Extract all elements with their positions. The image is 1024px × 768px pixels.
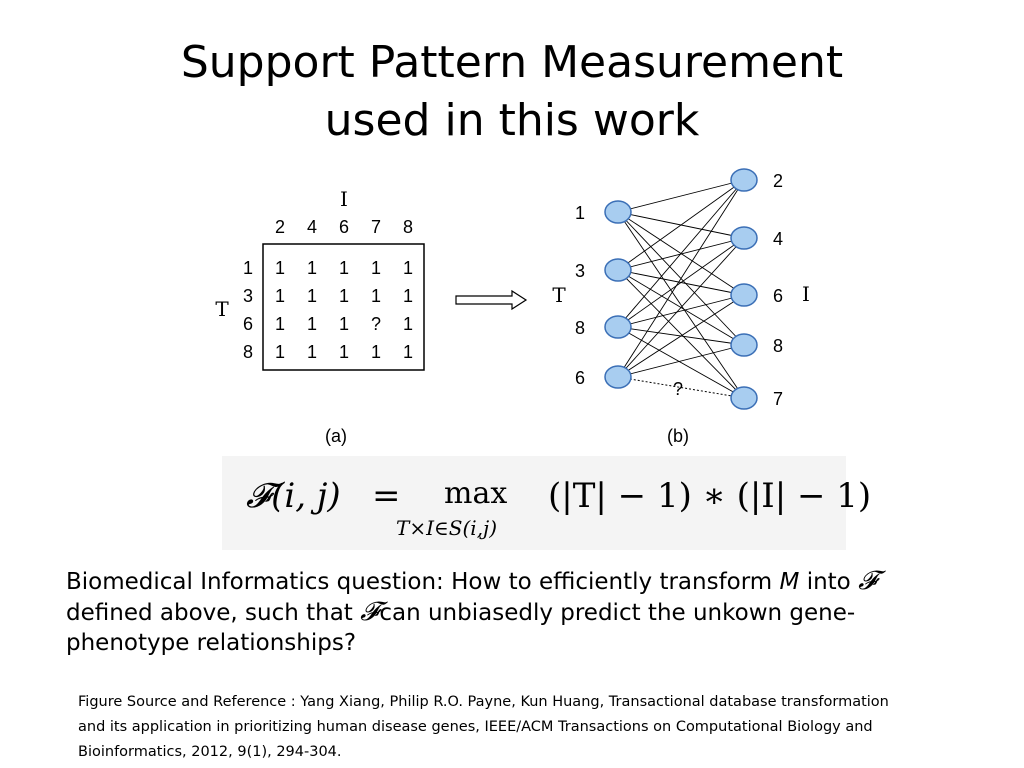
matrix-cell: 1: [371, 342, 381, 362]
right-node-label: 7: [773, 389, 783, 409]
matrix-caption: (a): [325, 426, 347, 446]
right-node: [730, 333, 758, 357]
right-node-label: 6: [773, 286, 783, 306]
question-text: Biomedical Informatics question: How to …: [66, 569, 780, 595]
graph-edge: [617, 237, 745, 328]
graph-edge: [617, 179, 745, 378]
research-question: Biomedical Informatics question: How to …: [66, 566, 996, 658]
matrix-cell: 1: [403, 286, 413, 306]
matrix-cell: 1: [275, 314, 285, 334]
figure-reference: Figure Source and Reference : Yang Xiang…: [78, 690, 998, 765]
right-node: [730, 386, 758, 410]
question-text: into: [799, 569, 859, 595]
symbol-f: 𝓕: [858, 566, 878, 596]
matrix-row-header: 8: [243, 342, 253, 362]
matrix-column-header: 7: [371, 217, 381, 237]
left-node: [604, 258, 632, 282]
matrix-cell: 1: [403, 258, 413, 278]
reference-line-2: and its application in prioritizing huma…: [78, 719, 873, 735]
matrix-cell: 1: [275, 286, 285, 306]
graph-edge: [617, 326, 745, 399]
unknown-edge-label: ?: [673, 379, 683, 399]
graph-left-axis-label: T: [552, 283, 566, 307]
right-node-label: 4: [773, 229, 783, 249]
matrix-cell: 1: [371, 258, 381, 278]
matrix-cell: 1: [339, 286, 349, 306]
graph-edge: [617, 179, 745, 271]
graph-edge: [617, 269, 745, 399]
left-node-label: 3: [575, 261, 585, 281]
left-node-label: 1: [575, 203, 585, 223]
graph-edge: [617, 294, 745, 328]
right-node-label: 2: [773, 171, 783, 191]
matrix-row-axis-label: T: [215, 297, 229, 321]
matrix-column-header: 6: [339, 217, 349, 237]
matrix-column-header: 2: [275, 217, 285, 237]
transaction-matrix: I T 2 4 6 7 8 1 3 6 8 1 1 1 1 1 1 1 1 1 1 1 1 1? 1 1 1 1 1 1 (a): [215, 187, 425, 446]
matrix-row-header: 3: [243, 286, 253, 306]
question-line-2: defined above, such that 𝓕can unbiasedly…: [66, 597, 996, 628]
matrix-cell: 1: [307, 342, 317, 362]
matrix-cell: 1: [307, 314, 317, 334]
reference-line-3: Bioinformatics, 2012, 9(1), 294-304.: [78, 744, 342, 760]
formula-lhs: 𝓕(i, j): [246, 476, 341, 516]
matrix-cell: 1: [339, 258, 349, 278]
question-text: defined above, such that: [66, 600, 361, 626]
matrix-column-axis-label: I: [340, 187, 348, 211]
right-node: [730, 283, 758, 307]
matrix-cell: 1: [371, 286, 381, 306]
right-node: [730, 226, 758, 250]
matrix-cell: 1: [339, 314, 349, 334]
left-node: [604, 315, 632, 339]
matrix-row-header: 6: [243, 314, 253, 334]
matrix-cell: 1: [403, 314, 413, 334]
slide-title: Support Pattern Measurement used in this…: [0, 34, 1024, 150]
unknown-edge: [617, 376, 745, 399]
matrix-border: [262, 243, 425, 371]
slide-title-line1: Support Pattern Measurement: [180, 37, 844, 88]
variable-m: M: [779, 569, 800, 595]
symbol-f: 𝓕: [360, 597, 380, 627]
left-node-label: 8: [575, 318, 585, 338]
bipartite-graph: 1 3 8 6 2 4 6 8 7 T I ? (b): [552, 168, 810, 446]
graph-edge: [617, 344, 745, 378]
graph-caption: (b): [667, 426, 689, 446]
graph-edge: [617, 179, 745, 328]
matrix-cell: 1: [275, 258, 285, 278]
graph-right-axis-label: I: [802, 282, 810, 306]
matrix-row-header: 1: [243, 258, 253, 278]
matrix-cell: 1: [339, 342, 349, 362]
graph-edge: [617, 211, 745, 399]
slide-title-line2: used in this work: [324, 95, 700, 146]
graph-edge: [617, 294, 745, 378]
matrix-cell: ?: [371, 314, 381, 334]
question-line-1: Biomedical Informatics question: How to …: [66, 566, 996, 597]
left-node: [604, 365, 632, 389]
formula-background: [222, 456, 846, 550]
question-line-3: phenotype relationships?: [66, 630, 357, 656]
formula-equals: =: [372, 476, 401, 516]
formula: 𝓕(i, j) = max T×I∈S(i,j) (|T| − 1) ∗ (|I…: [246, 466, 871, 546]
matrix-column-header: 4: [307, 217, 317, 237]
matrix-cell: 1: [275, 342, 285, 362]
reference-line-1: Figure Source and Reference : Yang Xiang…: [78, 694, 889, 710]
matrix-cell: 1: [307, 258, 317, 278]
graph-edge: [617, 179, 745, 213]
right-node-label: 8: [773, 336, 783, 356]
formula-rhs: (|T| − 1) ∗ (|I| − 1): [548, 476, 872, 516]
formula-subscript: T×I∈S(i,j): [396, 516, 498, 540]
matrix-cell: 1: [403, 342, 413, 362]
transform-arrow-icon: [455, 289, 528, 311]
left-node-label: 6: [575, 368, 585, 388]
question-text: can unbiasedly predict the unkown gene-: [379, 600, 856, 626]
formula-max-operator: max: [444, 476, 508, 511]
matrix-column-header: 8: [403, 217, 413, 237]
matrix-cell: 1: [307, 286, 317, 306]
graph-edge: [617, 237, 745, 378]
right-node: [730, 168, 758, 192]
left-node: [604, 200, 632, 224]
